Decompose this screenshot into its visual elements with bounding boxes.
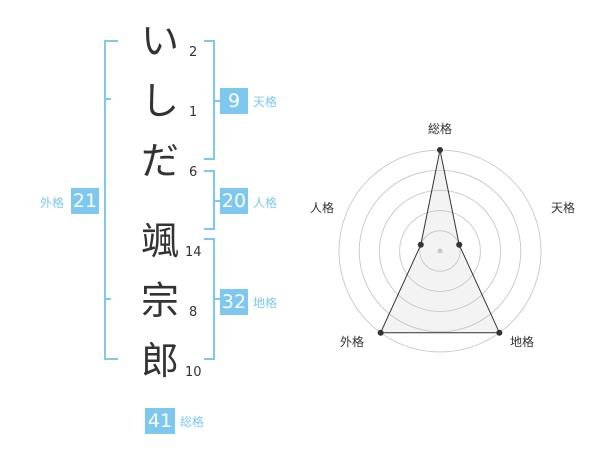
- jin-label: 人格: [253, 196, 278, 210]
- chi-value-box: 32: [220, 289, 248, 315]
- stroke-count-4: 14: [185, 245, 202, 260]
- sou-label: 総格: [180, 415, 205, 429]
- ten-value-box: 9: [220, 88, 248, 114]
- stroke-count-3: 6: [189, 165, 198, 180]
- jin-bracket: [204, 170, 220, 230]
- name-char-1: い: [140, 19, 179, 63]
- radar-axis-label-ten: 天格: [551, 201, 576, 215]
- radar-axis-label-gai: 外格: [340, 335, 365, 349]
- chi-bracket: [204, 238, 220, 360]
- radar-point-3: [496, 329, 503, 336]
- stroke-count-1: 2: [189, 45, 198, 60]
- radar-ring-1: [419, 230, 461, 272]
- radar-center-dot: [437, 248, 443, 254]
- sou-value-box: 41: [145, 408, 175, 434]
- radar-point-4: [377, 329, 384, 336]
- name-char-4: 颯: [140, 219, 179, 263]
- radar-ring-4: [358, 169, 522, 333]
- name-char-6: 郎: [140, 339, 179, 383]
- radar-point-2: [456, 241, 463, 248]
- ten-bracket: [204, 40, 220, 160]
- name-char-3: だ: [140, 139, 179, 183]
- radar-point-1: [437, 147, 443, 153]
- radar-point-5: [417, 241, 424, 248]
- radar-axis-label-chi: 地格: [510, 335, 535, 349]
- radar-chart: [338, 147, 542, 353]
- gai-value-box: 21: [71, 188, 99, 214]
- stroke-count-6: 10: [185, 365, 202, 380]
- radar-ring-3: [378, 189, 502, 313]
- name-char-2: し: [140, 79, 179, 123]
- radar-axis-label-jin: 人格: [310, 201, 335, 215]
- stroke-count-2: 1: [189, 105, 198, 120]
- chi-label: 地格: [253, 296, 278, 310]
- ten-label: 天格: [253, 95, 278, 109]
- gai-bracket: [104, 40, 118, 360]
- name-char-5: 宗: [140, 279, 179, 323]
- radar-value-polygon: [379, 149, 501, 334]
- gai-label: 外格: [40, 196, 65, 210]
- jin-value-box: 20: [220, 188, 248, 214]
- stroke-count-5: 8: [189, 305, 198, 320]
- radar-ring-2: [399, 210, 481, 292]
- radar-axis-label-sou: 総格: [428, 122, 453, 136]
